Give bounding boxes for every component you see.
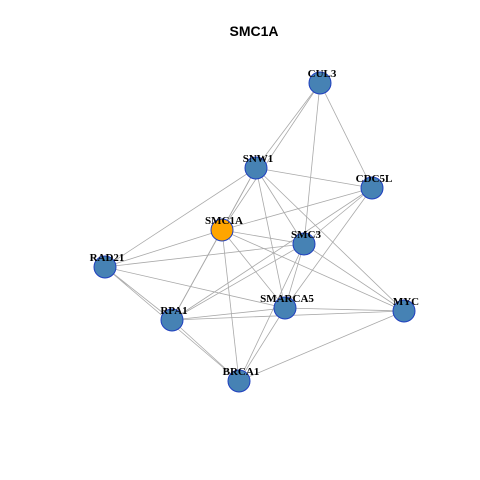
edge-smc1a-smc3 bbox=[221, 229, 305, 245]
edge-smc3-rad21 bbox=[104, 243, 305, 268]
node-label-brca1: BRCA1 bbox=[223, 366, 260, 378]
edge-cul3-cdc5l bbox=[319, 82, 373, 189]
node-circle-smarca5[interactable] bbox=[273, 296, 297, 320]
node-circle-cdc5l[interactable] bbox=[360, 176, 384, 200]
edge-cul3-smc3 bbox=[303, 82, 321, 245]
edge-cdc5l-smarca5 bbox=[284, 187, 373, 309]
node-smc1a[interactable]: SMC1A bbox=[205, 215, 243, 242]
node-circle-rad21[interactable] bbox=[93, 255, 117, 279]
edge-smc1a-brca1 bbox=[221, 229, 240, 382]
node-circle-snw1[interactable] bbox=[244, 156, 268, 180]
node-label-rpa1: RPA1 bbox=[160, 305, 187, 317]
node-label-smc1a: SMC1A bbox=[205, 215, 243, 227]
node-circle-cul3[interactable] bbox=[308, 71, 332, 95]
node-rad21[interactable]: RAD21 bbox=[90, 252, 125, 279]
edge-snw1-smc3 bbox=[255, 167, 305, 245]
node-label-cul3: CUL3 bbox=[308, 68, 337, 80]
edge-cdc5l-rpa1 bbox=[171, 187, 373, 321]
node-smarca5[interactable]: SMARCA5 bbox=[260, 293, 314, 320]
edge-rad21-smarca5 bbox=[104, 266, 286, 309]
node-cul3[interactable]: CUL3 bbox=[308, 68, 337, 95]
node-label-myc: MYC bbox=[393, 296, 419, 308]
edge-snw1-myc bbox=[255, 167, 405, 312]
node-label-smarca5: SMARCA5 bbox=[260, 293, 314, 305]
node-smc3[interactable]: SMC3 bbox=[291, 229, 321, 256]
edge-cul3-smc1a bbox=[221, 82, 321, 231]
node-label-snw1: SNW1 bbox=[243, 153, 274, 165]
node-brca1[interactable]: BRCA1 bbox=[223, 366, 260, 393]
node-label-cdc5l: CDC5L bbox=[356, 173, 393, 185]
edges-layer bbox=[104, 82, 405, 382]
edge-smc1a-rpa1 bbox=[171, 229, 223, 321]
node-circle-brca1[interactable] bbox=[227, 369, 251, 393]
edge-rpa1-smarca5 bbox=[171, 307, 286, 321]
node-circle-myc[interactable] bbox=[392, 299, 416, 323]
node-cdc5l[interactable]: CDC5L bbox=[356, 173, 393, 200]
edge-rpa1-brca1 bbox=[171, 319, 240, 382]
edge-snw1-rad21 bbox=[104, 167, 257, 268]
edge-cdc5l-smc1a bbox=[221, 187, 373, 231]
edge-smc1a-smarca5 bbox=[221, 229, 286, 309]
edge-brca1-myc bbox=[238, 310, 405, 382]
node-circle-smc3[interactable] bbox=[292, 232, 316, 256]
edge-smarca5-myc bbox=[284, 307, 405, 312]
node-circle-smc1a[interactable] bbox=[210, 218, 234, 242]
edge-smc3-rpa1 bbox=[171, 243, 305, 321]
edge-smc1a-rad21 bbox=[104, 229, 223, 268]
edge-smarca5-brca1 bbox=[238, 307, 286, 382]
edge-cul3-snw1 bbox=[255, 82, 321, 169]
edge-cdc5l-smc3 bbox=[303, 187, 373, 245]
node-myc[interactable]: MYC bbox=[392, 296, 419, 323]
node-label-smc3: SMC3 bbox=[291, 229, 321, 241]
edge-rad21-rpa1 bbox=[104, 266, 173, 321]
diagram-title: SMC1A bbox=[229, 23, 278, 39]
node-circle-rpa1[interactable] bbox=[160, 308, 184, 332]
node-snw1[interactable]: SNW1 bbox=[243, 153, 274, 180]
node-rpa1[interactable]: RPA1 bbox=[160, 305, 188, 332]
edge-snw1-cdc5l bbox=[255, 167, 373, 189]
edge-smc1a-myc bbox=[221, 229, 405, 312]
edge-smc3-myc bbox=[303, 243, 405, 312]
node-label-rad21: RAD21 bbox=[90, 252, 125, 264]
edge-smc3-brca1 bbox=[238, 243, 305, 382]
